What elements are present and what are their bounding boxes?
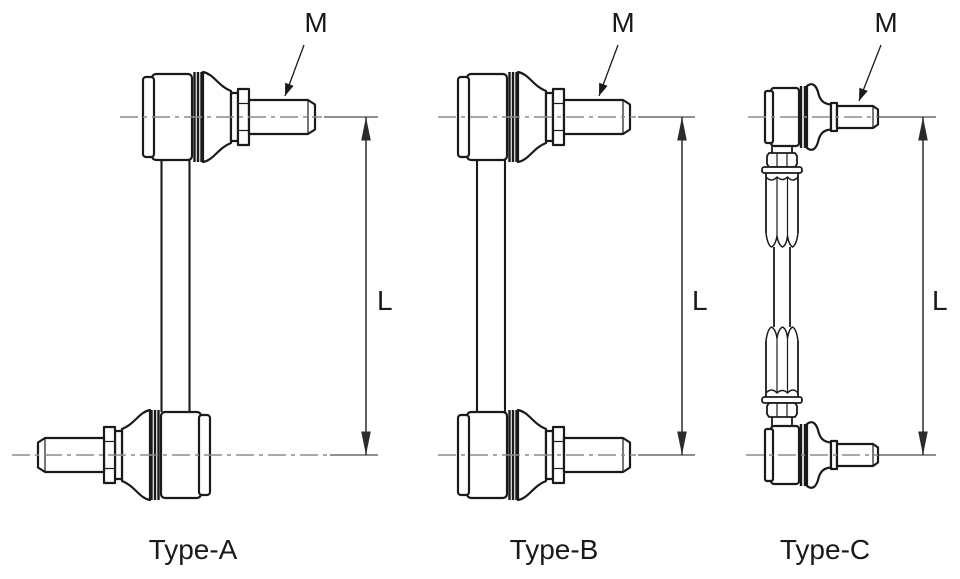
type-b-thread-callout: M: [598, 7, 635, 97]
type-c-center-tube: [773, 247, 791, 327]
type-b-caption: Type-B: [510, 534, 599, 565]
type-c-link-drawing: [761, 83, 880, 489]
type-c-lower-jam-nut-assembly: [761, 396, 803, 426]
type-c-centerlines: [746, 116, 936, 456]
figure-type-b: L M Type-B: [438, 7, 708, 565]
type-b-link-rod: [475, 160, 507, 412]
type-c-thread-callout: M: [858, 7, 898, 102]
type-a-length-dimension: L: [361, 117, 393, 455]
type-c-length-dimension: L: [918, 117, 948, 455]
type-a-caption: Type-A: [149, 534, 238, 565]
type-c-lower-hex-section: [765, 326, 799, 397]
type-b-link-drawing: [456, 70, 632, 502]
type-b-centerlines: [438, 116, 695, 456]
type-c-upper-hex-section: [765, 173, 799, 248]
type-a-length-label: L: [377, 285, 393, 316]
type-a-centerlines: [12, 116, 378, 456]
type-a-thread-label: M: [304, 7, 327, 38]
dimension-arrow-down-icon: [361, 431, 371, 455]
dimension-arrow-down-icon: [677, 431, 687, 455]
leader-arrow-icon: [858, 44, 882, 102]
type-a-link-drawing: [36, 70, 317, 502]
dimension-arrow-up-icon: [361, 117, 371, 141]
type-c-upper-jam-nut-assembly: [761, 146, 803, 174]
type-c-thread-label: M: [874, 7, 897, 38]
dimension-arrow-down-icon: [918, 431, 928, 455]
type-c-length-label: L: [932, 285, 948, 316]
type-b-thread-label: M: [611, 7, 634, 38]
figure-type-c: L M Type-C: [746, 7, 948, 565]
type-b-length-label: L: [692, 285, 708, 316]
figure-type-a: L M Type-A: [12, 7, 393, 565]
dimension-arrow-up-icon: [677, 117, 687, 141]
type-b-length-dimension: L: [677, 117, 708, 455]
type-a-thread-callout: M: [284, 7, 328, 97]
dimension-arrow-up-icon: [918, 117, 928, 141]
type-a-link-rod: [160, 160, 191, 412]
leader-arrow-icon: [284, 44, 305, 97]
leader-arrow-icon: [598, 44, 619, 97]
type-c-caption: Type-C: [780, 534, 870, 565]
